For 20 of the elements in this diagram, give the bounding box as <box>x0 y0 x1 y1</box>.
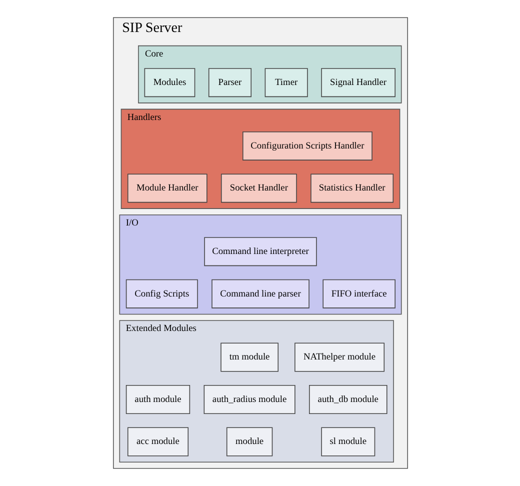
node-box: Signal Handler <box>320 68 395 98</box>
node-box: Modules <box>144 68 195 98</box>
node-box: FIFO interface <box>322 279 395 308</box>
node-box: Module Handler <box>126 174 207 203</box>
node-box: Parser <box>208 68 251 98</box>
node-box: Command line interpreter <box>204 237 316 266</box>
node-box: auth module <box>125 385 190 414</box>
node-box: auth_radius module <box>203 385 295 414</box>
node-box: Command line parser <box>211 279 309 308</box>
node-box: Statistics Handler <box>310 174 394 203</box>
node-box: Configuration Scripts Handler <box>242 132 372 160</box>
node-box: acc module <box>126 427 188 456</box>
node-box: Timer <box>264 68 308 98</box>
node-box: NAThelper module <box>294 342 384 372</box>
node-box: auth_db module <box>308 385 387 414</box>
node-box: module <box>226 427 272 456</box>
node-box: Config Scripts <box>125 279 198 308</box>
node-box: sl module <box>320 427 375 456</box>
node-box: tm module <box>220 342 278 372</box>
node-box: Socket Handler <box>220 174 296 203</box>
